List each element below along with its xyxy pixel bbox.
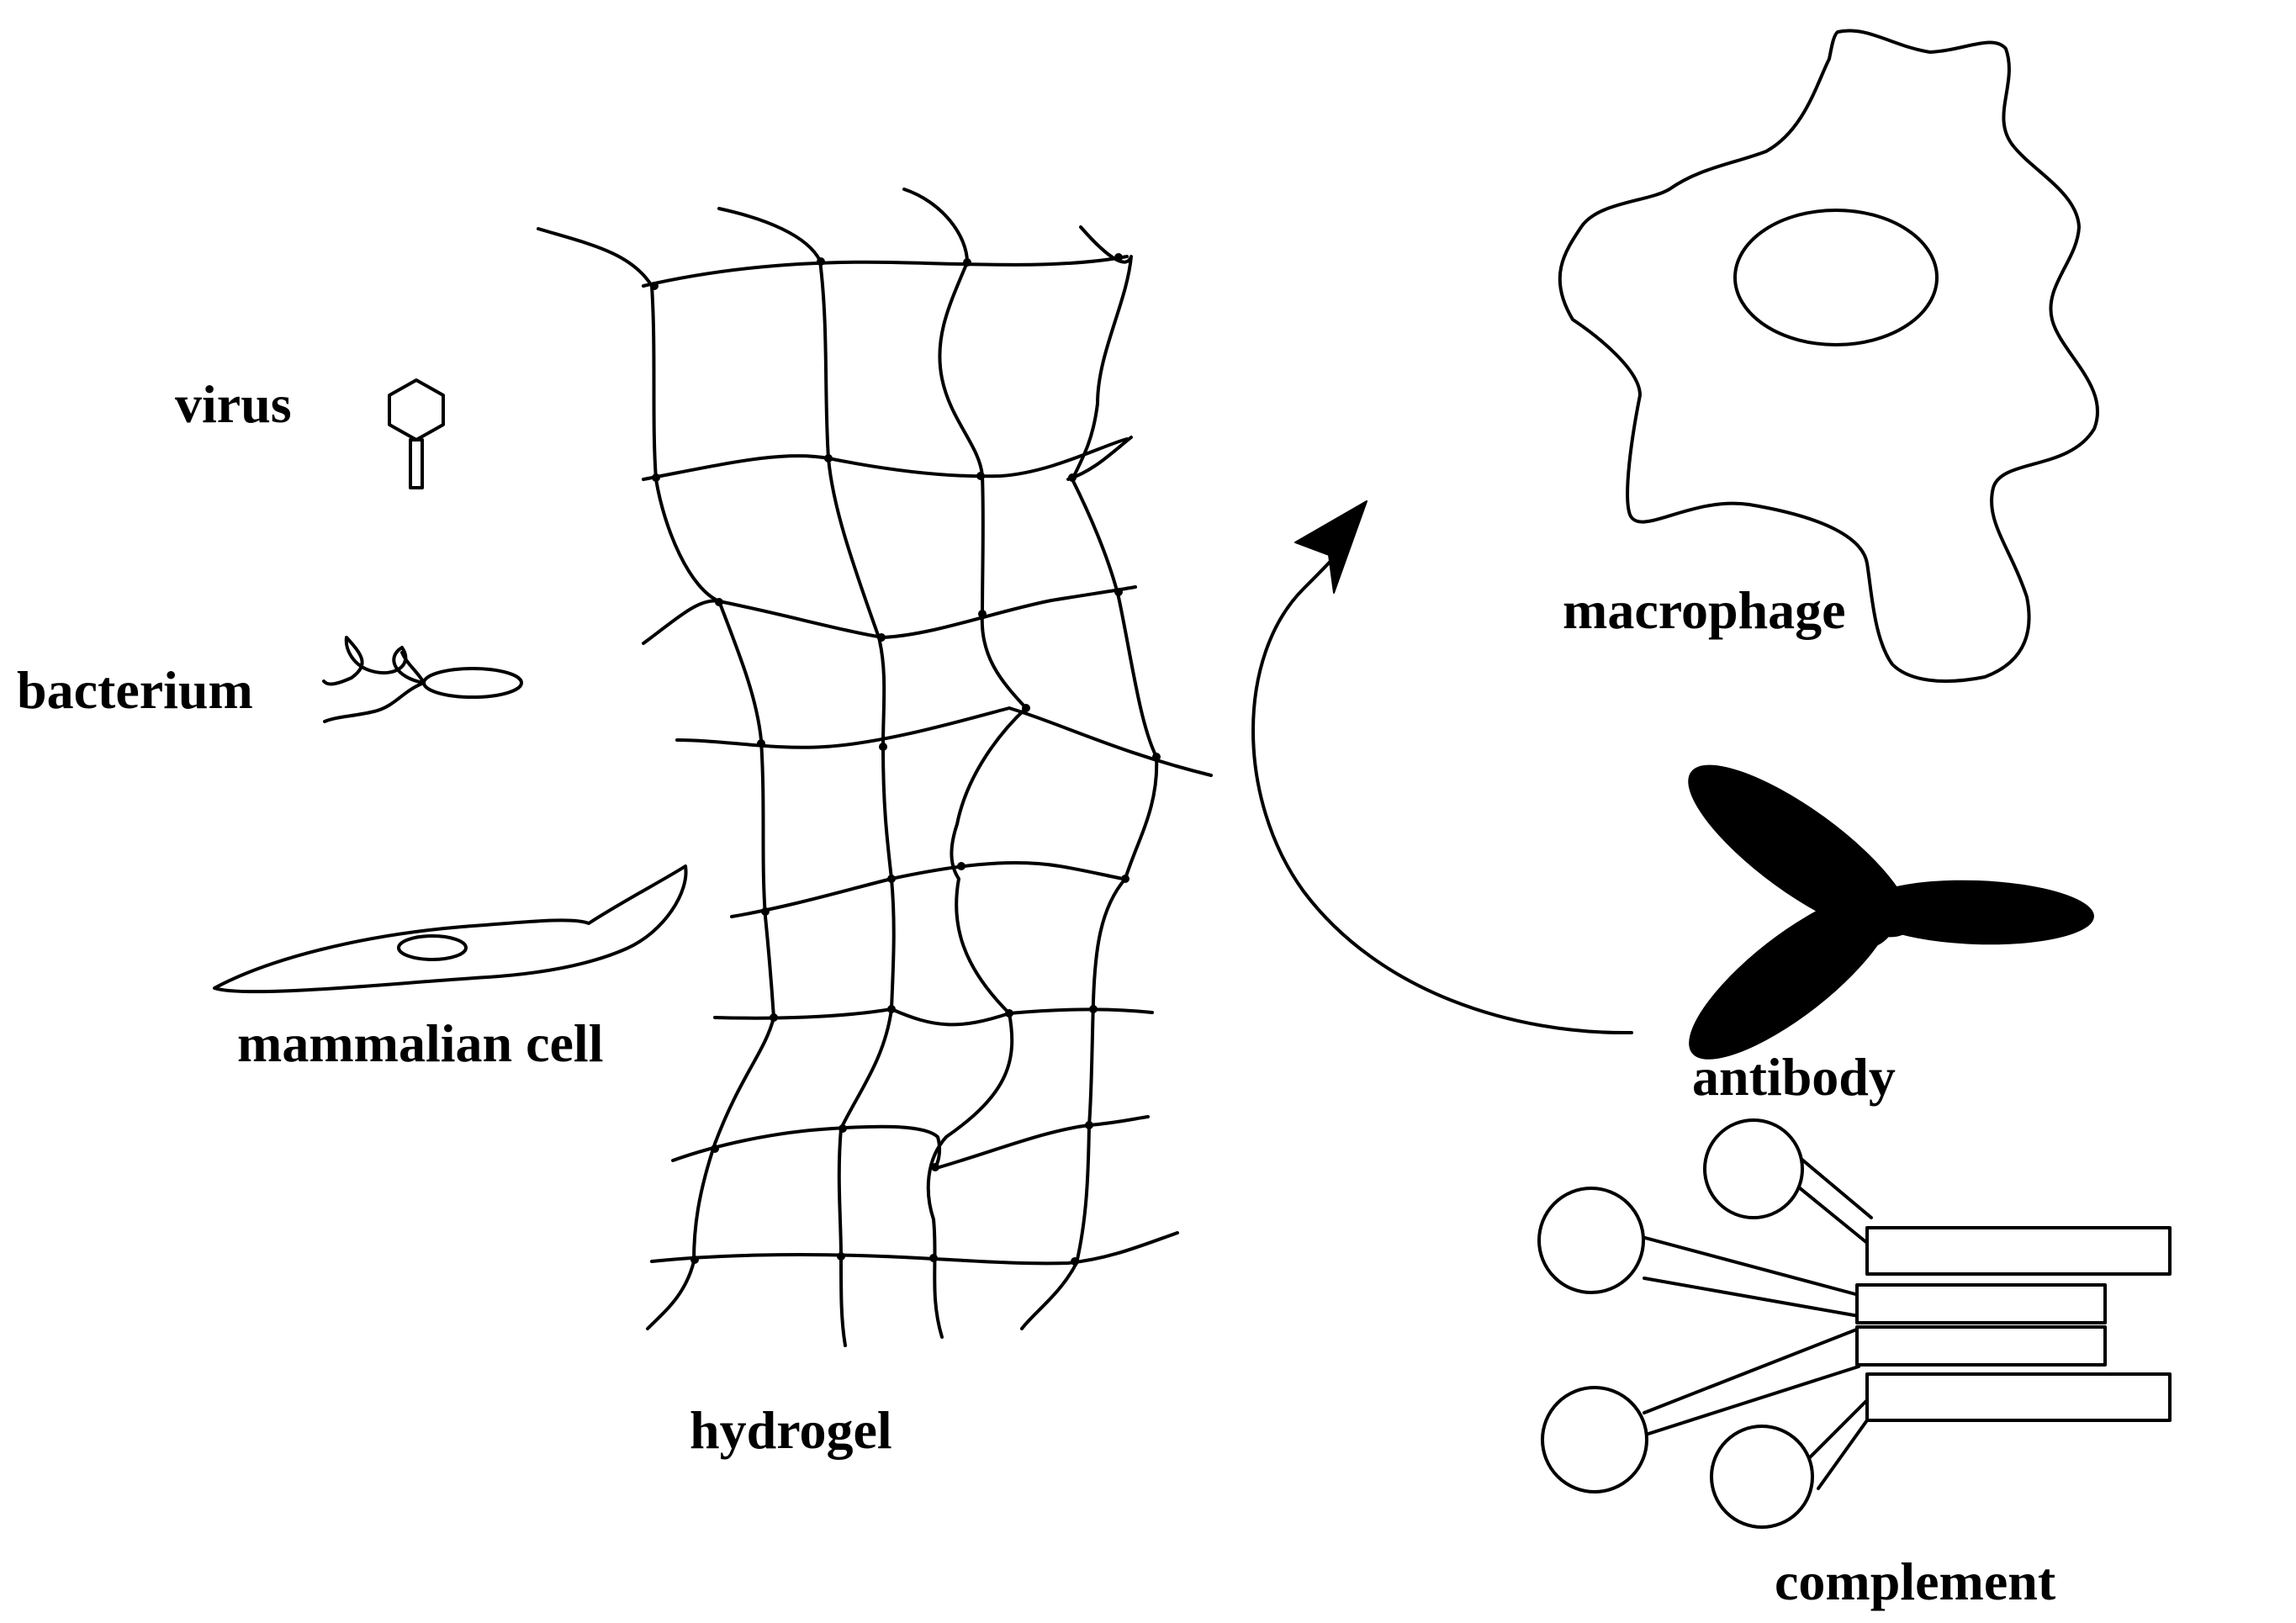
blocked-arrow xyxy=(1251,500,1633,1035)
bacterium-icon xyxy=(322,636,523,723)
bacterium-label: bacterium xyxy=(17,660,253,720)
hydrogel-mesh xyxy=(537,188,1213,1347)
hydrogel-crosslinks xyxy=(650,253,1161,1266)
antibody-icon xyxy=(1688,764,2094,1060)
macrophage-label: macrophage xyxy=(1563,580,1846,640)
macrophage-icon xyxy=(1558,29,2100,683)
antibody-label: antibody xyxy=(1692,1047,1896,1107)
complement-icon xyxy=(1537,1118,2172,1529)
mammalian-cell-icon xyxy=(213,864,688,994)
hydrogel-label: hydrogel xyxy=(690,1400,892,1460)
virus-icon xyxy=(388,378,445,489)
complement-label: complement xyxy=(1775,1552,2056,1611)
mammalian-cell-label: mammalian cell xyxy=(237,1013,603,1073)
virus-label: virus xyxy=(175,374,292,434)
